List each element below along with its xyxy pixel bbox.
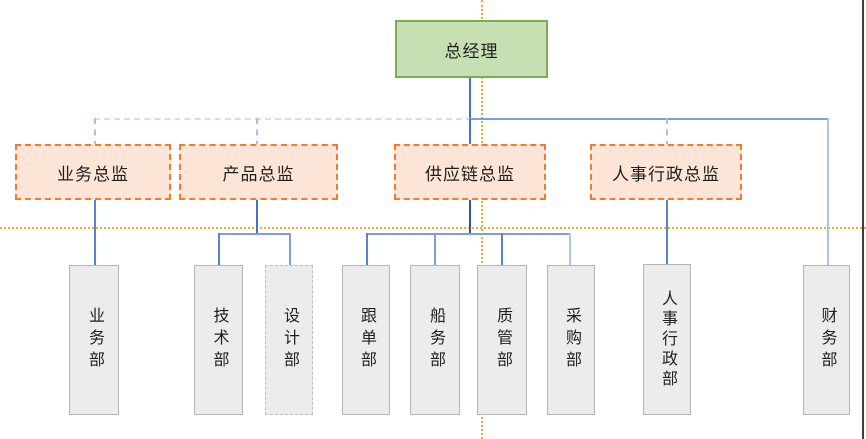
- connector-business-to-dept: [94, 200, 96, 265]
- node-tech-dept-label: 技术部: [210, 307, 228, 373]
- connector-product-horizontal: [218, 233, 290, 235]
- node-hr-admin-dept-label: 人事行政部: [659, 289, 676, 390]
- connector-drop-tech-dept: [218, 233, 220, 265]
- node-quality-dept-label: 质管部: [494, 307, 511, 373]
- node-hr-admin-director[interactable]: 人事行政总监: [590, 144, 742, 200]
- node-general-manager-label: 总经理: [444, 41, 499, 61]
- connector-drop-business-director: [94, 118, 96, 147]
- node-purchasing-dept-label: 采购部: [563, 307, 580, 373]
- node-hr-admin-dept[interactable]: 人事行政部: [643, 264, 691, 415]
- node-business-dept[interactable]: 业务部: [69, 265, 119, 415]
- node-finance-dept-label: 财务部: [818, 307, 836, 373]
- node-hr-admin-director-label: 人事行政总监: [612, 164, 720, 184]
- node-product-director-label: 产品总监: [222, 164, 295, 184]
- connector-drop-hr-director: [666, 118, 668, 147]
- node-shipping-dept-label: 船务部: [427, 307, 444, 373]
- slide-edge-line: [862, 0, 864, 439]
- node-business-director[interactable]: 业务总监: [15, 144, 171, 200]
- connector-drop-shipping-dept: [434, 233, 436, 265]
- connector-drop-product-director: [256, 118, 258, 147]
- connector-main-horizontal-right: [469, 118, 828, 120]
- node-purchasing-dept[interactable]: 采购部: [547, 265, 595, 415]
- connector-drop-quality-dept: [501, 233, 503, 265]
- horizontal-guide-line: [0, 227, 866, 229]
- node-business-dept-label: 业务部: [86, 307, 103, 373]
- node-general-manager[interactable]: 总经理: [395, 20, 548, 78]
- node-business-director-label: 业务总监: [57, 164, 129, 184]
- node-product-director[interactable]: 产品总监: [179, 144, 338, 200]
- node-design-dept-label: 设计部: [281, 307, 298, 373]
- node-shipping-dept[interactable]: 船务部: [410, 265, 460, 415]
- connector-supplychain-horizontal: [366, 233, 570, 235]
- connector-drop-merchandising-dept: [366, 233, 368, 265]
- connector-supplychain-stem: [469, 200, 471, 234]
- connector-drop-finance-dept: [827, 118, 829, 265]
- connector-root-drop: [469, 78, 471, 119]
- vertical-guide-line: [481, 0, 483, 439]
- connector-drop-purchasing-dept: [569, 233, 571, 265]
- node-supplychain-director-label: 供应链总监: [425, 164, 515, 184]
- node-quality-dept[interactable]: 质管部: [477, 265, 527, 415]
- connector-hr-to-dept: [666, 200, 668, 264]
- node-design-dept[interactable]: 设计部: [265, 265, 313, 415]
- node-finance-dept[interactable]: 财务部: [803, 265, 850, 415]
- node-merchandising-dept[interactable]: 跟单部: [342, 265, 390, 415]
- connector-main-horizontal-left: [94, 118, 472, 120]
- node-tech-dept[interactable]: 技术部: [194, 265, 243, 415]
- connector-product-stem: [256, 200, 258, 233]
- connector-drop-design-dept: [289, 233, 291, 265]
- node-supplychain-director[interactable]: 供应链总监: [394, 144, 546, 200]
- node-merchandising-dept-label: 跟单部: [358, 307, 375, 373]
- connector-drop-supplychain-director: [469, 119, 471, 144]
